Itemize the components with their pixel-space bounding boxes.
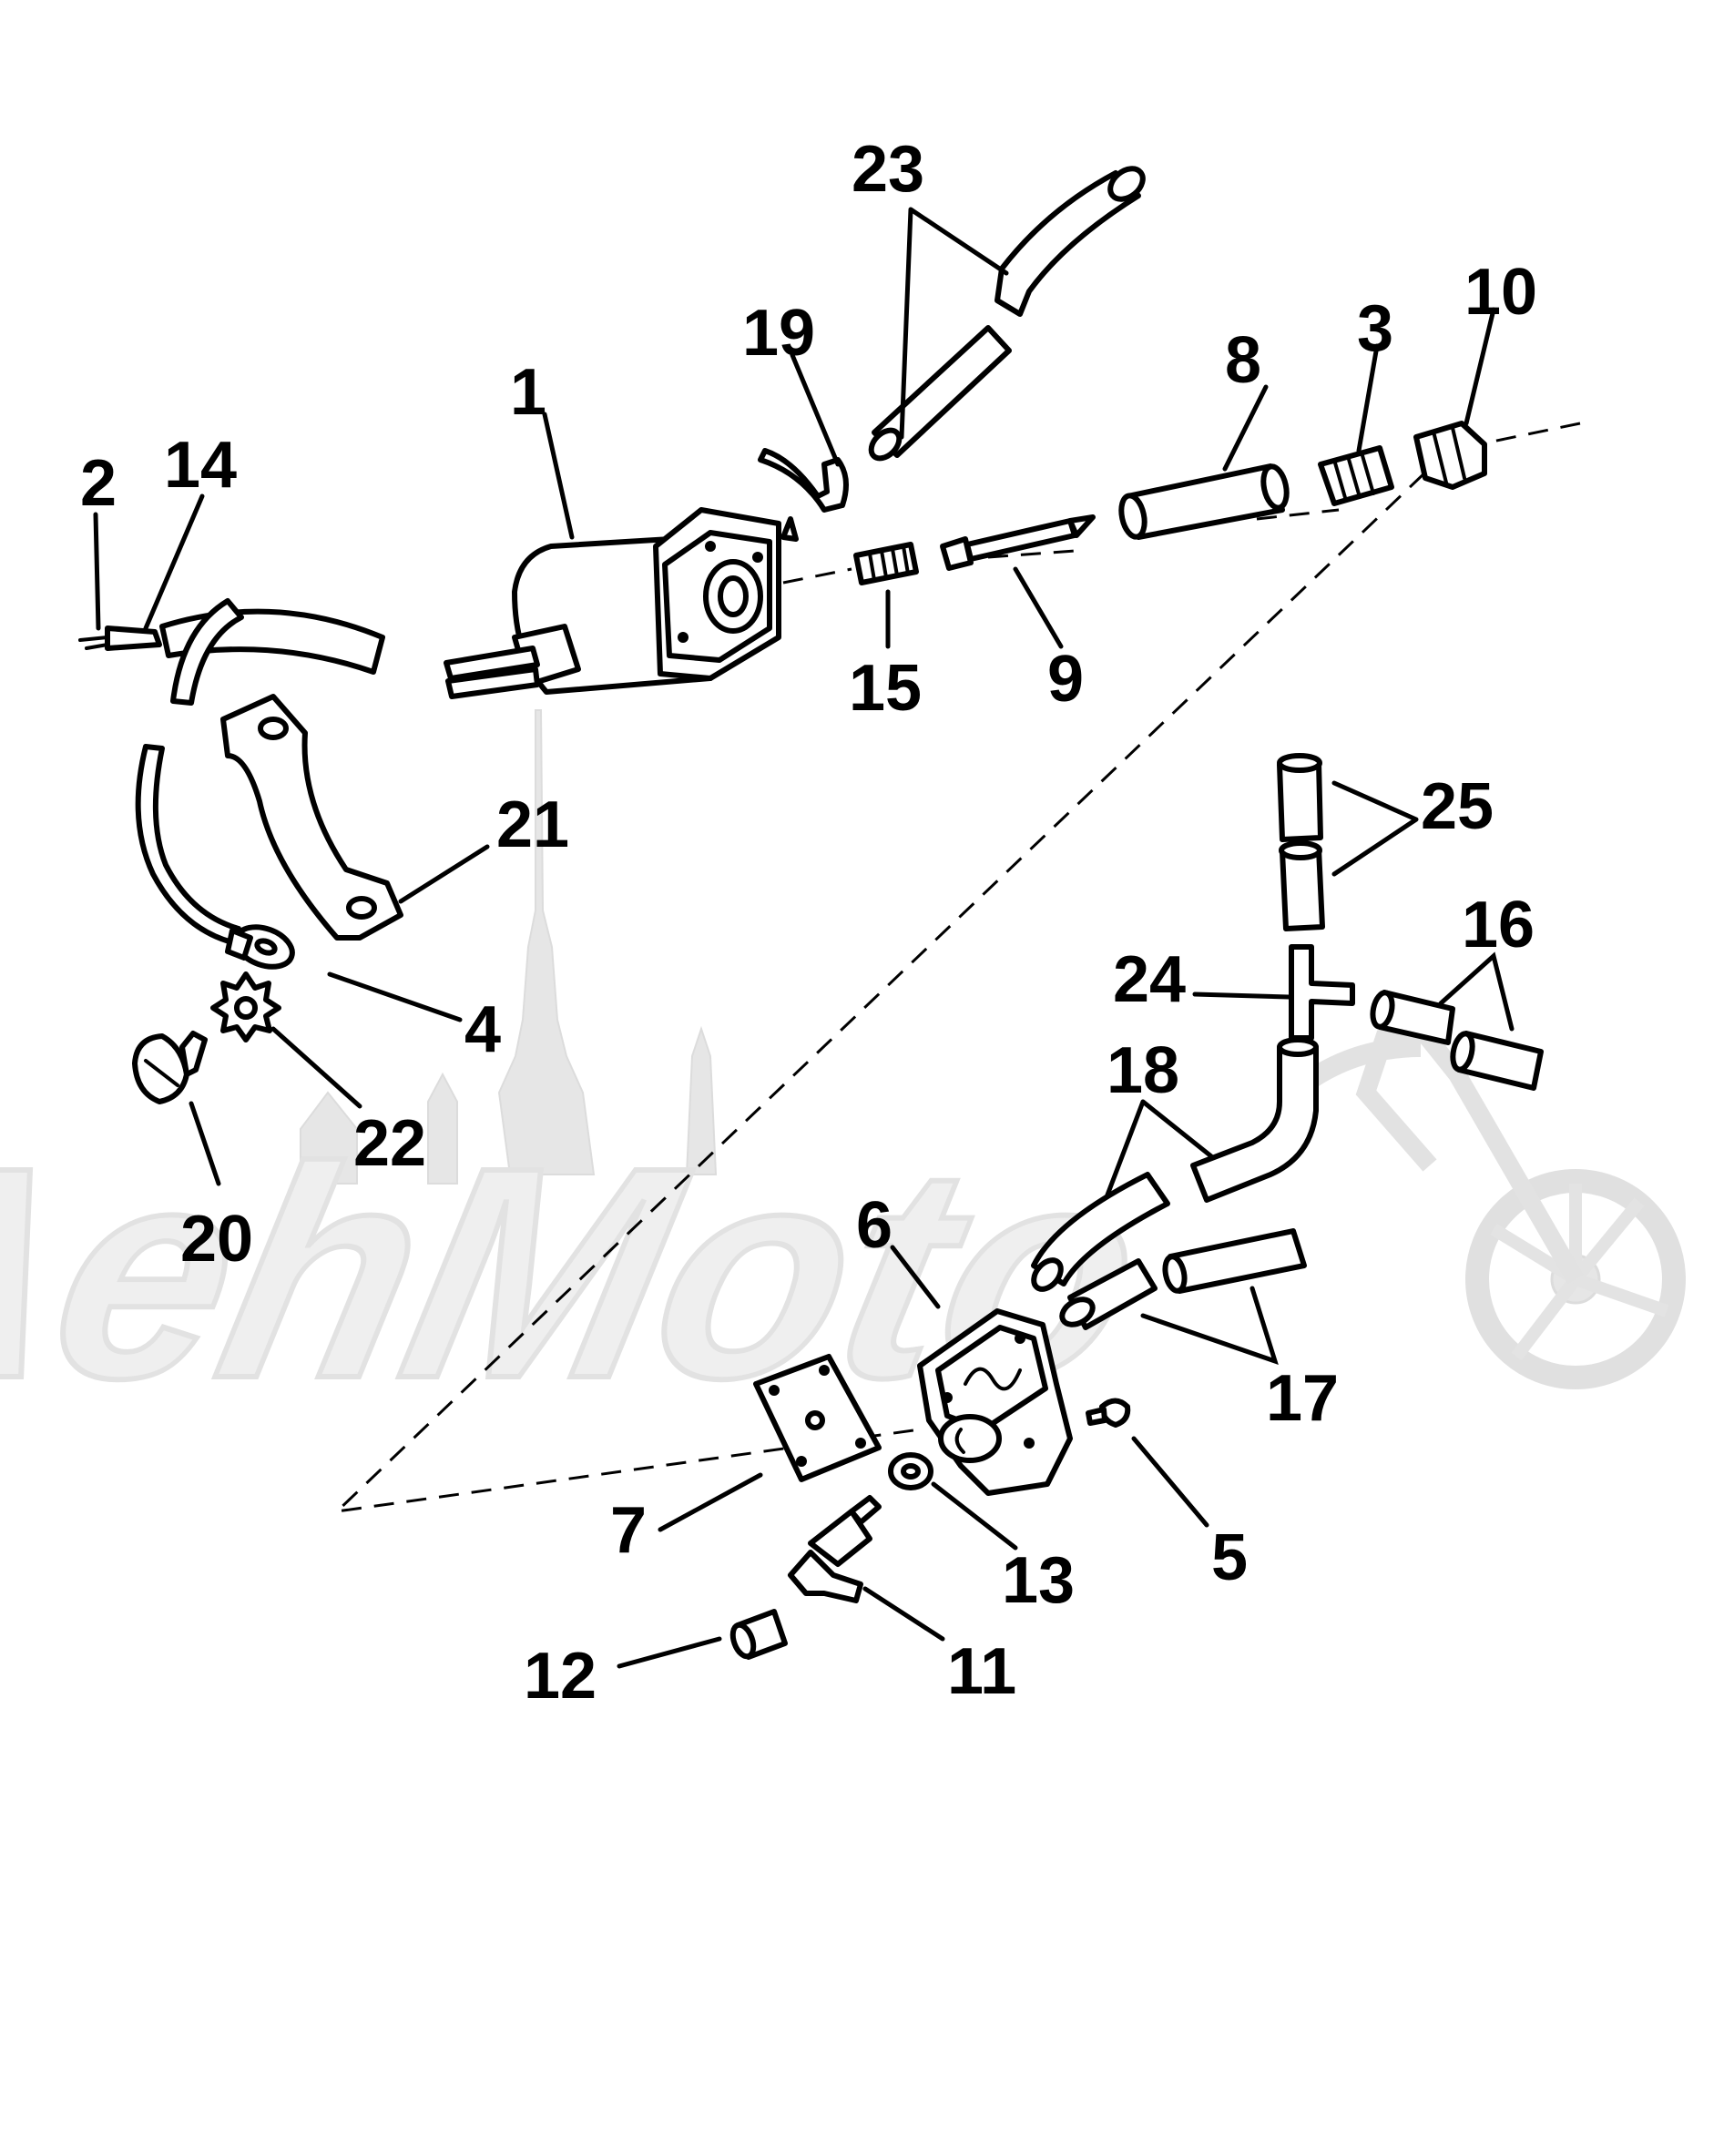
leader-23 — [899, 207, 1009, 440]
part-plunger-tube — [1118, 463, 1290, 540]
callout-20: 20 — [180, 1203, 253, 1276]
leader-12 — [617, 1636, 722, 1669]
part-pump-body — [917, 1308, 1073, 1496]
callout-14: 14 — [164, 429, 237, 502]
callout-6: 6 — [856, 1189, 892, 1262]
callout-21: 21 — [496, 788, 569, 861]
leader-3 — [1356, 343, 1380, 453]
leader-4 — [327, 971, 463, 1022]
part-washer — [888, 1452, 933, 1490]
part-ground-wire — [135, 744, 295, 970]
leader-19 — [790, 352, 841, 467]
leader-16 — [1438, 951, 1515, 1032]
part-cap-nut — [1413, 421, 1487, 490]
part-hose-16 — [1370, 990, 1544, 1091]
callout-12: 12 — [524, 1640, 597, 1713]
callout-17: 17 — [1266, 1362, 1339, 1435]
leader-20 — [189, 1101, 221, 1186]
part-cap — [729, 1609, 788, 1660]
leader-9 — [1013, 566, 1064, 649]
leader-25 — [1331, 780, 1419, 877]
leader-1 — [542, 412, 575, 540]
leader-17 — [1140, 1286, 1279, 1365]
leader-8 — [1222, 384, 1269, 472]
callout-24: 24 — [1113, 943, 1186, 1016]
axis-dashed-line — [782, 508, 1340, 585]
callout-7: 7 — [610, 1494, 647, 1567]
part-spring-3 — [1318, 445, 1394, 506]
callout-13: 13 — [1002, 1544, 1075, 1617]
leader-13 — [931, 1481, 1018, 1551]
callout-1: 1 — [510, 356, 546, 429]
watermark: AehMoto — [0, 709, 1686, 1443]
leader-10 — [1464, 307, 1496, 426]
callout-5: 5 — [1211, 1521, 1248, 1594]
part-tee-fitting — [1289, 944, 1355, 1041]
part-hose-23 — [868, 166, 1146, 462]
callouts: 1 2 14 19 23 8 3 10 15 9 21 4 22 20 25 2… — [80, 133, 1537, 1713]
leader-lines — [93, 207, 1515, 1669]
part-fuel-pump-motor — [444, 507, 799, 699]
leader-5 — [1131, 1436, 1209, 1528]
part-spring-15 — [853, 542, 919, 585]
part-pin — [940, 514, 1096, 571]
callout-10: 10 — [1464, 256, 1537, 329]
part-hose-17 — [1059, 1228, 1307, 1330]
callout-22: 22 — [353, 1107, 426, 1180]
watermark-motorcycle — [1286, 1018, 1686, 1389]
callout-25: 25 — [1421, 770, 1494, 843]
callout-23: 23 — [852, 133, 924, 206]
watermark-towers — [300, 1025, 718, 1185]
part-wiring-harness — [78, 598, 385, 706]
leader-22 — [270, 1026, 362, 1109]
leader-24 — [1192, 992, 1291, 1000]
part-hose-25 — [1277, 753, 1325, 931]
part-clamp-bracket — [220, 694, 403, 941]
callout-3: 3 — [1357, 292, 1393, 365]
callout-19: 19 — [742, 297, 815, 370]
callout-2: 2 — [80, 447, 117, 520]
leader-14 — [143, 493, 205, 631]
callout-4: 4 — [464, 993, 501, 1066]
callout-15: 15 — [849, 652, 922, 725]
callout-18: 18 — [1107, 1034, 1179, 1107]
leader-6 — [890, 1245, 941, 1309]
part-star-washer — [210, 971, 281, 1042]
callout-8: 8 — [1225, 324, 1261, 397]
part-screw-20 — [132, 1031, 208, 1104]
part-clip — [758, 448, 849, 513]
callout-16: 16 — [1462, 889, 1535, 961]
part-diaphragm-plate — [753, 1354, 882, 1482]
part-fitting — [788, 1495, 882, 1603]
leader-11 — [862, 1586, 945, 1642]
leader-18 — [1104, 1099, 1214, 1200]
callout-11: 11 — [947, 1635, 1016, 1708]
leader-7 — [658, 1472, 763, 1532]
watermark-text: AehMoto — [0, 1104, 1168, 1440]
part-screw-5 — [1086, 1398, 1131, 1428]
leader-21 — [398, 844, 490, 904]
part-hose-18 — [1031, 1037, 1319, 1292]
leader-2 — [93, 512, 101, 631]
watermark-spire — [497, 709, 596, 1175]
callout-9: 9 — [1047, 643, 1084, 716]
